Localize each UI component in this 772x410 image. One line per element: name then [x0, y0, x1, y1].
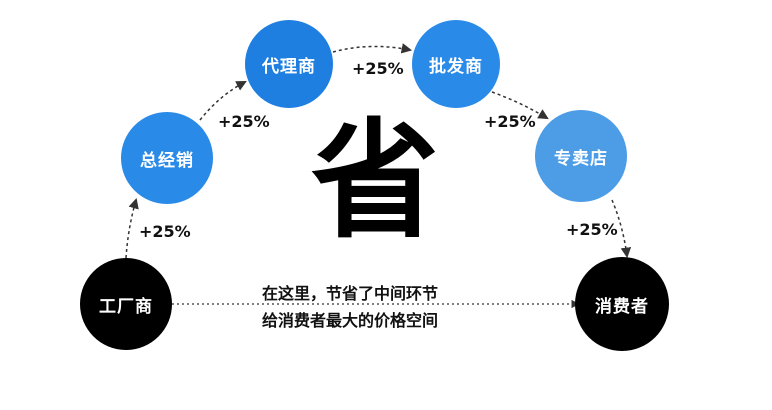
node-agent-label: 代理商	[262, 56, 316, 77]
node-specialty-store-label: 专卖店	[554, 148, 608, 169]
savings-message-line-2: 给消费者最大的价格空间	[262, 311, 439, 330]
arrow-wholesaler-to-store	[491, 91, 549, 120]
headline-char: 省	[310, 107, 439, 256]
savings-message-line-1: 在这里，节省了中间环节	[262, 284, 439, 303]
node-consumer: 消费者	[575, 257, 669, 351]
markup-wholesaler-to-store: +25%	[484, 112, 536, 131]
node-factory-label: 工厂商	[99, 296, 153, 317]
node-wholesaler: 批发商	[412, 20, 500, 108]
markup-store-to-consumer: +25%	[566, 220, 618, 239]
markup-agent-to-wholesaler: +25%	[352, 59, 404, 78]
markup-factory-to-general: +25%	[139, 222, 191, 241]
arrow-factory-to-general	[125, 197, 139, 259]
node-consumer-label: 消费者	[595, 296, 649, 317]
savings-message: 在这里，节省了中间环节 给消费者最大的价格空间	[262, 280, 500, 334]
node-wholesaler-label: 批发商	[429, 56, 483, 77]
markup-general-to-agent: +25%	[218, 112, 270, 131]
node-general-distributor: 总经销	[121, 112, 213, 204]
node-general-distributor-label: 总经销	[140, 150, 194, 171]
node-agent: 代理商	[245, 20, 333, 108]
arrow-general-to-agent	[199, 81, 247, 121]
arrow-agent-to-wholesaler	[332, 43, 413, 54]
node-factory: 工厂商	[80, 258, 172, 350]
node-specialty-store: 专卖店	[535, 110, 627, 202]
